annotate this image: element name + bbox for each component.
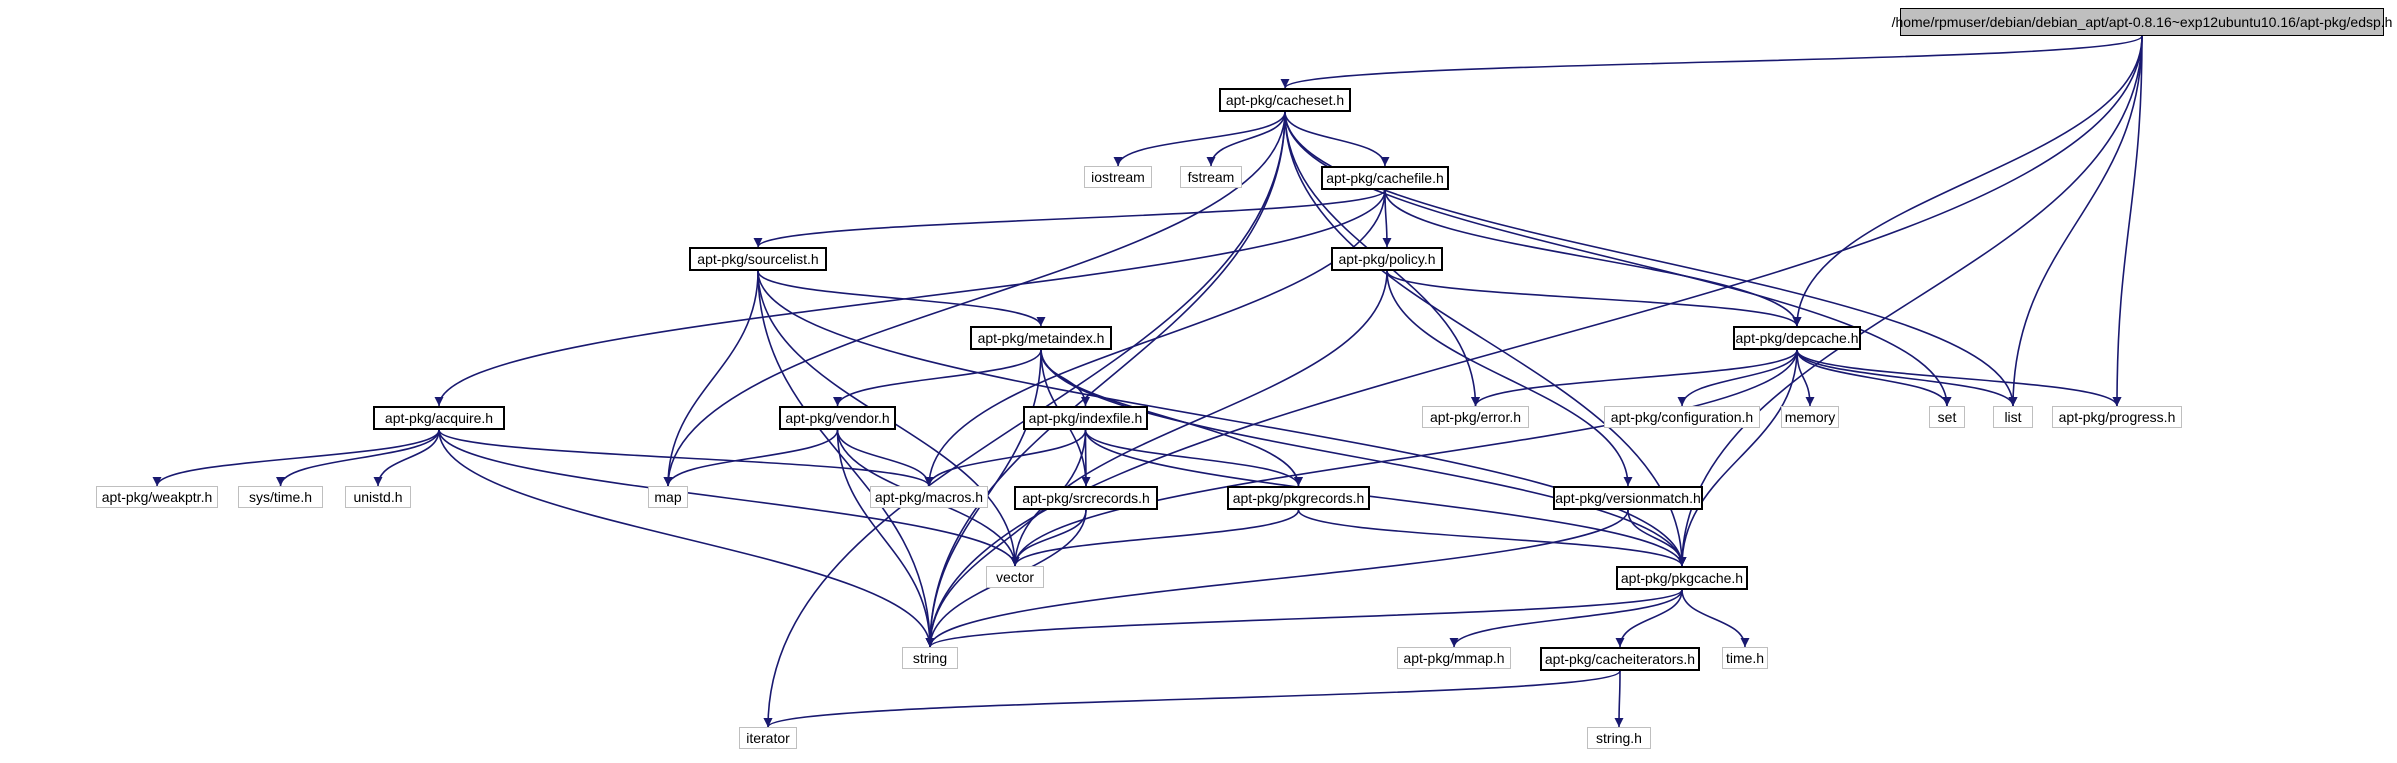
edge-versionmatch-to-pkgcache <box>1627 509 1687 567</box>
edge-acquire-to-systime <box>276 429 440 487</box>
node-srcrecords-h[interactable]: apt-pkg/srcrecords.h <box>1014 486 1158 510</box>
node-memory: memory <box>1781 406 1839 428</box>
edge-depcache-to-pkgcache <box>1677 349 1798 567</box>
edge-cachefile-to-policy <box>1382 189 1392 248</box>
node-cacheset-h[interactable]: apt-pkg/cacheset.h <box>1219 88 1351 112</box>
node-progress-h: apt-pkg/progress.h <box>2052 406 2182 428</box>
edge-pkgrecords-to-pkgcache <box>1297 509 1687 567</box>
edge-cacheset-to-string <box>925 111 1286 648</box>
node-pkgrecords-h[interactable]: apt-pkg/pkgrecords.h <box>1227 486 1370 510</box>
edge-cachefile-to-macros <box>924 189 1386 487</box>
node-vendor-h[interactable]: apt-pkg/vendor.h <box>779 406 896 430</box>
edge-metaindex-to-vendor <box>833 349 1042 407</box>
node-policy-h[interactable]: apt-pkg/policy.h <box>1331 247 1443 271</box>
node-map: map <box>648 486 688 508</box>
edge-sourcelist-to-metaindex <box>757 270 1046 327</box>
node-acquire-h[interactable]: apt-pkg/acquire.h <box>373 406 505 430</box>
node-vector: vector <box>986 566 1044 588</box>
node-string-h: string.h <box>1587 727 1651 749</box>
edge-depcache-to-vector <box>1010 349 1798 567</box>
edge-root-to-progress <box>2112 35 2143 407</box>
edge-acquire-to-vector <box>438 429 1020 567</box>
edge-policy-to-vector <box>1010 270 1388 567</box>
node-sys-time-h: sys/time.h <box>238 486 323 508</box>
node-mmap-h: apt-pkg/mmap.h <box>1397 647 1511 669</box>
edge-policy-to-depcache <box>1386 270 1802 327</box>
node-fstream: fstream <box>1180 166 1242 188</box>
edge-pkgcache-to-cacheiterators <box>1615 589 1683 648</box>
node-sourcelist-h[interactable]: apt-pkg/sourcelist.h <box>689 247 827 271</box>
edge-metaindex-to-pkgcache <box>1040 349 1687 567</box>
node-time-h: time.h <box>1722 647 1768 669</box>
edge-cacheset-to-list <box>1284 111 2018 407</box>
edge-pkgrecords-to-vector <box>1010 509 1300 567</box>
edge-root-to-pkgcache <box>1677 35 2143 567</box>
edge-acquire-to-macros <box>438 429 934 487</box>
node-indexfile-h[interactable]: apt-pkg/indexfile.h <box>1023 406 1148 430</box>
node-configuration-h: apt-pkg/configuration.h <box>1604 406 1760 428</box>
node-pkgcache-h[interactable]: apt-pkg/pkgcache.h <box>1616 566 1748 590</box>
edge-indexfile-to-pkgcache <box>1084 429 1687 567</box>
edge-root-to-string <box>925 35 2143 648</box>
edge-sourcelist-to-string <box>757 270 935 648</box>
node-string: string <box>902 647 958 669</box>
edge-sourcelist-to-map <box>663 270 759 487</box>
edge-cachefile-to-sourcelist <box>753 189 1386 248</box>
edge-cacheset-to-map <box>663 111 1286 487</box>
node-cacheiterators-h[interactable]: apt-pkg/cacheiterators.h <box>1540 647 1700 671</box>
edge-depcache-to-configuration <box>1677 349 1798 407</box>
node-weakptr-h: apt-pkg/weakptr.h <box>96 486 218 508</box>
edge-metaindex-to-indexfile <box>1040 349 1090 407</box>
edge-versionmatch-to-string <box>925 509 1629 648</box>
edge-acquire-to-weakptr <box>152 429 440 487</box>
edge-indexfile-to-pkgrecords <box>1084 429 1303 487</box>
edge-cachefile-to-depcache <box>1384 189 1802 327</box>
edge-cacheiterators-to-stringh <box>1614 670 1624 728</box>
edge-root-to-cacheset <box>1280 35 2143 89</box>
edge-cacheset-to-set <box>1284 111 1952 407</box>
edge-indexfile-to-string <box>925 429 1087 648</box>
node-error-h: apt-pkg/error.h <box>1422 406 1529 428</box>
edge-indexfile-to-macros <box>924 429 1087 487</box>
edge-depcache-to-list <box>1796 349 2018 407</box>
node-iostream: iostream <box>1084 166 1152 188</box>
node-set: set <box>1929 406 1965 428</box>
node-metaindex-h[interactable]: apt-pkg/metaindex.h <box>970 326 1112 350</box>
edge-cacheiterators-to-iterator <box>763 670 1621 728</box>
node-versionmatch-h[interactable]: apt-pkg/versionmatch.h <box>1553 486 1703 510</box>
edge-cachefile-to-acquire <box>434 189 1386 407</box>
node-cachefile-h[interactable]: apt-pkg/cachefile.h <box>1321 166 1449 190</box>
edge-acquire-to-string <box>438 429 935 648</box>
edge-depcache-to-set <box>1796 349 1952 407</box>
edge-root-to-depcache <box>1792 35 2143 327</box>
edge-pkgcache-to-timeh <box>1681 589 1750 648</box>
edge-root-to-list <box>2008 35 2143 407</box>
edge-depcache-to-error <box>1471 349 1798 407</box>
edge-vendor-to-string <box>836 429 935 648</box>
node-depcache-h[interactable]: apt-pkg/depcache.h <box>1733 326 1861 350</box>
edge-acquire-to-unistd <box>373 429 440 487</box>
edge-policy-to-versionmatch <box>1386 270 1633 487</box>
node-unistd-h: unistd.h <box>345 486 411 508</box>
node-iterator: iterator <box>739 727 797 749</box>
edge-cacheset-to-cachefile <box>1284 111 1390 167</box>
edge-vendor-to-map <box>663 429 839 487</box>
node-list: list <box>1993 406 2033 428</box>
node-macros-h: apt-pkg/macros.h <box>870 486 988 508</box>
node-edsp-h[interactable]: /home/rpmuser/debian/debian_apt/apt-0.8.… <box>1892 8 2392 36</box>
edge-cacheset-to-fstream <box>1206 111 1286 167</box>
edge-pkgcache-to-string <box>925 589 1683 648</box>
edge-cacheset-to-iostream <box>1113 111 1286 167</box>
edge-depcache-to-progress <box>1796 349 2122 407</box>
edge-pkgcache-to-mmap <box>1449 589 1683 648</box>
